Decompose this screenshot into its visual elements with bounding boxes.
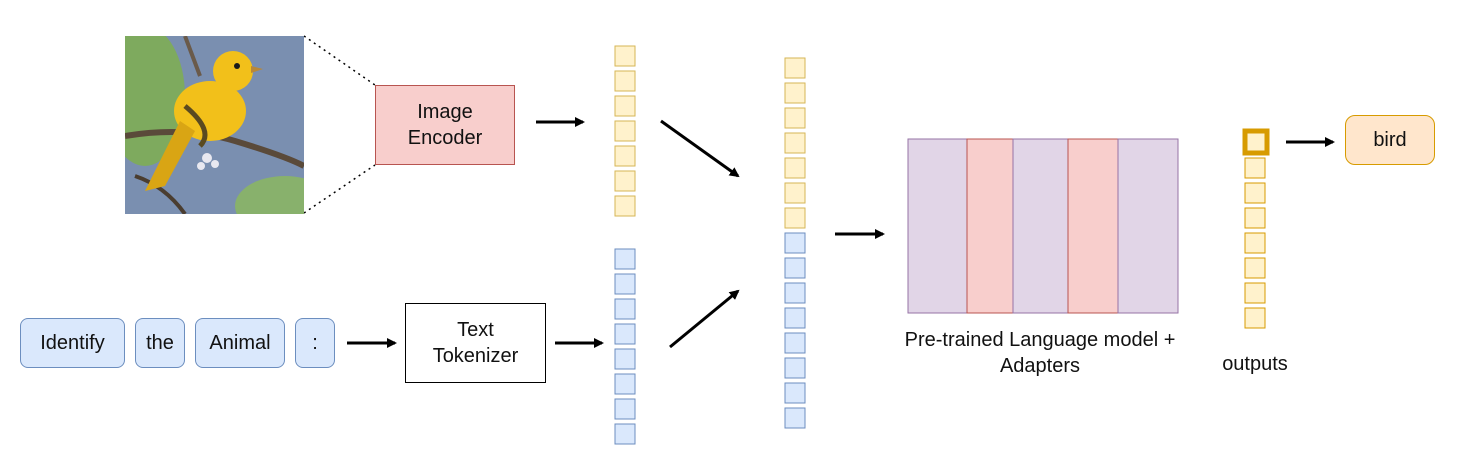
arrow-text-tokens-to-concat [669, 289, 740, 349]
selected-output-token [1242, 128, 1270, 156]
zoom-line-top [303, 35, 376, 86]
image-token [614, 195, 636, 217]
text-tokenizer-label-line1: Text [457, 319, 494, 341]
concat-text-token [784, 282, 806, 304]
prompt-token-identify: Identify [20, 318, 125, 368]
prompt-token-colon: : [295, 318, 335, 368]
output-token [1244, 157, 1266, 179]
text-token [614, 298, 636, 320]
text-token-column [614, 248, 636, 445]
image-token [614, 170, 636, 192]
language-model-block [907, 138, 1179, 314]
image-token [614, 120, 636, 142]
model-caption-line2: Adapters [999, 355, 1081, 377]
concat-image-token [784, 207, 806, 229]
prompt-token-label: Identify [40, 331, 105, 354]
adapter-layer-1 [966, 138, 1014, 314]
text-token [614, 373, 636, 395]
output-token [1244, 207, 1266, 229]
text-token [614, 398, 636, 420]
concat-image-token [784, 182, 806, 204]
concat-text-token [784, 307, 806, 329]
model-caption: Pre-trained Language model + Adapters [870, 326, 1210, 380]
image-token-column [614, 45, 636, 217]
concat-text-token [784, 232, 806, 254]
bird-illustration [125, 36, 304, 214]
text-token [614, 323, 636, 345]
concat-token-column [784, 57, 806, 429]
concat-text-token [784, 257, 806, 279]
image-token [614, 95, 636, 117]
image-encoder-box: Image Encoder [375, 85, 515, 165]
output-word-label: bird [1373, 128, 1407, 151]
concat-image-token [784, 107, 806, 129]
image-encoder-label-line2: Encoder [407, 127, 483, 149]
output-token-column [1242, 128, 1270, 329]
text-token [614, 248, 636, 270]
output-token [1244, 182, 1266, 204]
concat-text-token [784, 357, 806, 379]
concat-image-token [784, 157, 806, 179]
image-token [614, 145, 636, 167]
prompt-token-animal: Animal [195, 318, 285, 368]
adapter-layer-2 [1067, 138, 1119, 314]
image-token [614, 45, 636, 67]
image-token [614, 70, 636, 92]
output-token [1244, 307, 1266, 329]
text-tokenizer-label-line2: Tokenizer [432, 345, 519, 367]
output-token [1244, 257, 1266, 279]
model-layer-3 [1117, 138, 1179, 314]
concat-image-token [784, 132, 806, 154]
output-word-box: bird [1345, 115, 1435, 165]
concat-image-token [784, 57, 806, 79]
concat-text-token [784, 407, 806, 429]
model-layer-1 [907, 138, 968, 314]
prompt-token-the: the [135, 318, 185, 368]
concat-text-token [784, 382, 806, 404]
image-encoder-label-line1: Image [417, 101, 473, 123]
arrow-image-tokens-to-concat [660, 119, 740, 178]
input-bird-image [125, 36, 304, 214]
output-token [1244, 232, 1266, 254]
prompt-token-label: : [312, 331, 318, 354]
outputs-label: outputs [1222, 353, 1288, 375]
zoom-line-bottom [303, 164, 376, 214]
text-token [614, 273, 636, 295]
concat-image-token [784, 82, 806, 104]
concat-text-token [784, 332, 806, 354]
text-token [614, 348, 636, 370]
output-token [1244, 282, 1266, 304]
text-token [614, 423, 636, 445]
model-layer-2 [1012, 138, 1069, 314]
text-tokenizer-box: Text Tokenizer [405, 303, 546, 383]
prompt-token-label: Animal [209, 331, 271, 354]
model-caption-line1: Pre-trained Language model + [904, 329, 1176, 351]
prompt-token-label: the [146, 331, 174, 354]
